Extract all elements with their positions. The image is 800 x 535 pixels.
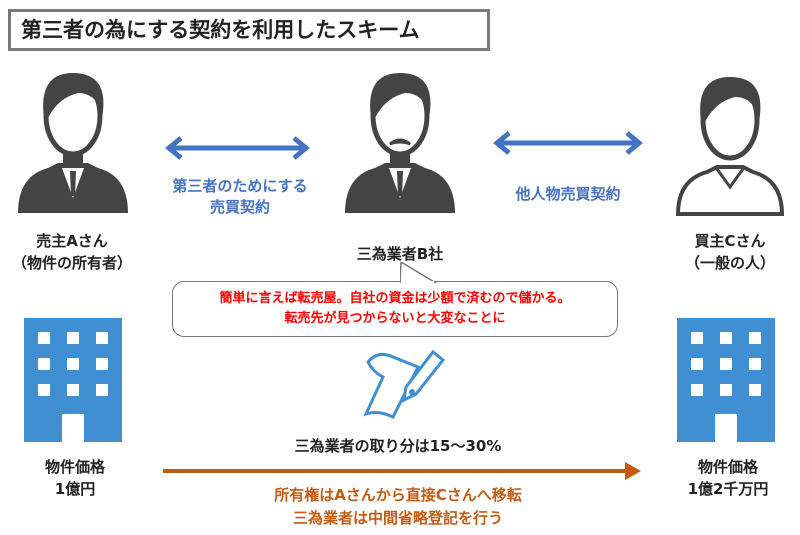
broker-share-text: 三為業者の取り分は15〜30% bbox=[294, 437, 502, 455]
contract-arrow-right bbox=[493, 131, 643, 155]
building-icon-right bbox=[677, 318, 775, 442]
bubble-line1: 簡単に言えば転売屋。自社の資金は少額で済むので儲かる。 bbox=[219, 291, 571, 306]
transfer-note: 所有権はAさんから直接Cさんへ移転三為業者は中間省略登記を行う bbox=[274, 484, 522, 530]
speech-bubble: 簡単に言えば転売屋。自社の資金は少額で済むので儲かる。転売先が見つからないと大変… bbox=[172, 281, 618, 337]
left-price-value: 1億円 bbox=[54, 480, 96, 498]
contract-arrow-left bbox=[165, 136, 310, 160]
left-price: 物件価格 1億円 bbox=[45, 456, 105, 500]
transfer-line1: 所有権はAさんから直接Cさんへ移転 bbox=[274, 486, 522, 504]
diagram-title: 第三者の為にする契約を利用したスキーム bbox=[8, 9, 490, 51]
seller-role: （物件の所有者） bbox=[11, 254, 133, 272]
contract-left-line1: 第三者のためにする bbox=[172, 177, 308, 195]
transfer-line2: 三為業者は中間省略登記を行う bbox=[292, 509, 503, 527]
bubble-line2: 転売先が見つからないと大変なことに bbox=[284, 311, 506, 326]
contract-pen-icon bbox=[363, 349, 446, 419]
contract-left-label: 第三者のためにする売買契約 bbox=[172, 176, 307, 218]
contract-left-line2: 売買契約 bbox=[209, 198, 270, 216]
buyer-role: （一般の人） bbox=[684, 254, 776, 272]
right-price: 物件価格 1億2千万円 bbox=[688, 456, 769, 500]
buyer-name: 買主Cさん bbox=[694, 232, 766, 250]
speech-bubble-tail bbox=[400, 262, 437, 284]
seller-person-icon bbox=[18, 73, 128, 213]
left-price-label: 物件価格 bbox=[44, 458, 106, 476]
buyer-person-icon bbox=[675, 77, 785, 216]
seller-label: 売主Aさん （物件の所有者） bbox=[12, 230, 132, 274]
broker-label: 三為業者B社 bbox=[356, 245, 444, 263]
broker-person-icon bbox=[345, 73, 455, 213]
contract-right-label: 他人物売買契約 bbox=[515, 185, 621, 203]
right-price-value: 1億2千万円 bbox=[687, 480, 769, 498]
ownership-transfer-arrow bbox=[163, 462, 641, 480]
seller-name: 売主Aさん bbox=[36, 232, 108, 250]
right-price-label: 物件価格 bbox=[697, 458, 758, 476]
buyer-label: 買主Cさん （一般の人） bbox=[685, 230, 775, 274]
building-icon-left bbox=[24, 318, 122, 442]
